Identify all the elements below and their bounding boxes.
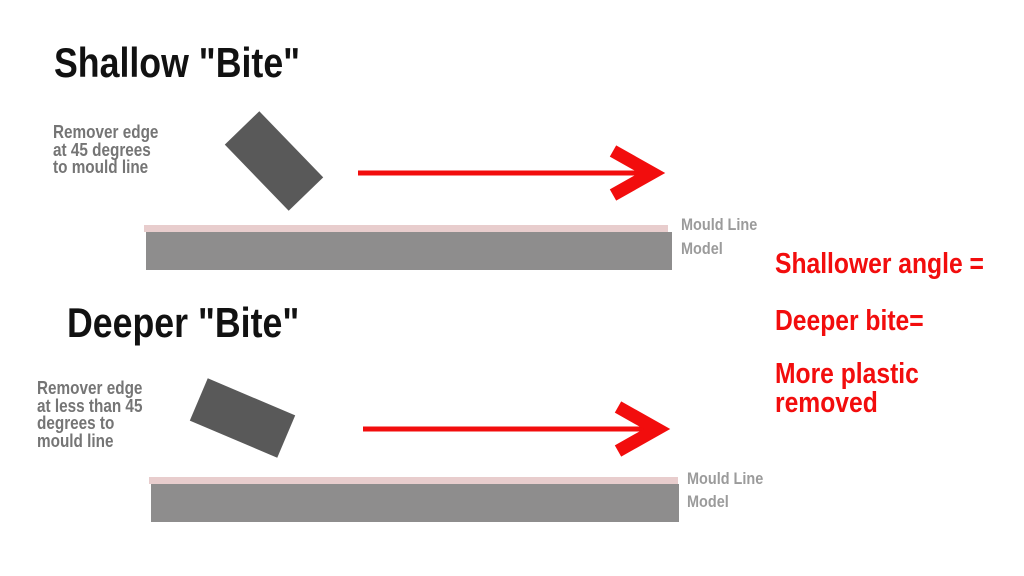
shallow-remover-edge-caption: Remover edge at 45 degrees to mould line bbox=[53, 122, 159, 177]
model-label-deeper: Model bbox=[687, 492, 729, 511]
mould-line-strip-shallow bbox=[144, 225, 668, 232]
conclusion-more-plastic-removed: More plastic removed bbox=[775, 358, 919, 419]
mould-line-label-deeper: Mould Line bbox=[687, 469, 764, 488]
mould-line-label-shallow: Mould Line bbox=[681, 215, 758, 234]
model-bar-shallow bbox=[146, 232, 672, 270]
model-label-shallow: Model bbox=[681, 239, 723, 258]
motion-arrow-shallow bbox=[358, 145, 666, 201]
remover-edge-block-less-45deg bbox=[189, 378, 296, 458]
conclusion-deeper-bite: Deeper bite= bbox=[775, 305, 924, 337]
deeper-remover-edge-caption: Remover edge at less than 45 degrees to … bbox=[37, 378, 143, 451]
deeper-bite-title: Deeper "Bite" bbox=[67, 299, 300, 346]
remover-edge-block-45deg bbox=[224, 111, 324, 211]
mould-line-strip-deeper bbox=[149, 477, 678, 484]
model-bar-deeper bbox=[151, 484, 679, 522]
conclusion-shallower-angle: Shallower angle = bbox=[775, 248, 984, 280]
arrow-head-icon bbox=[609, 145, 666, 201]
motion-arrow-deeper bbox=[363, 401, 671, 457]
shallow-bite-title: Shallow "Bite" bbox=[54, 39, 301, 86]
arrow-head-icon bbox=[614, 401, 671, 457]
